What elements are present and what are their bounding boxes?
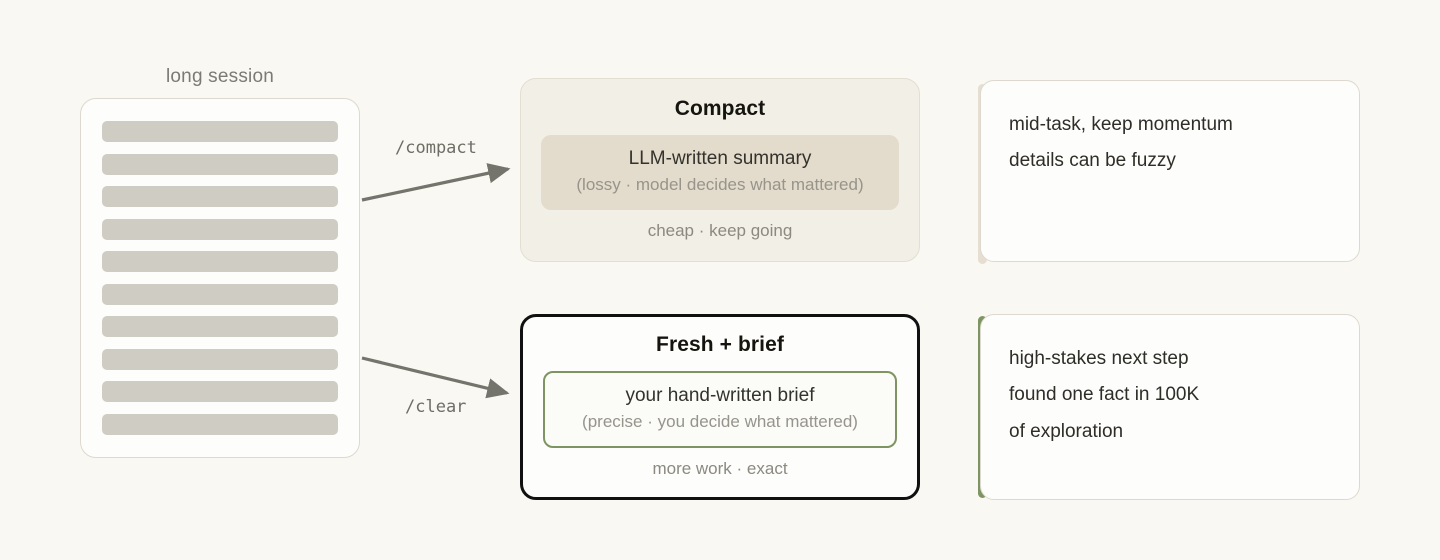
arrow-label-compact: /compact [395,138,477,158]
note-line: of exploration [1009,420,1124,442]
session-line [102,251,338,273]
session-line [102,283,338,305]
option-card-compact: Compact LLM-written summary (lossy · mod… [520,78,920,262]
session-title: long session [165,66,275,87]
option-title-compact: Compact [674,97,766,120]
session-line [102,413,338,435]
option-inner-compact: LLM-written summary (lossy · model decid… [541,135,899,210]
long-session-card [80,98,360,458]
option-inner-fresh: your hand-written brief (precise · you d… [543,371,897,448]
note-line: found one fact in 100K [1009,384,1200,406]
option-footer-fresh: more work · exact [652,458,788,478]
option-inner-sub-fresh: (precise · you decide what mattered) [582,411,858,431]
session-line [102,218,338,240]
option-inner-main-fresh: your hand-written brief [625,385,815,406]
session-line [102,153,338,175]
note-line: mid-task, keep momentum [1009,114,1233,135]
note-card-fresh: high-stakes next step found one fact in … [980,314,1360,500]
session-line [102,121,338,142]
note-card-compact: mid-task, keep momentum details can be f… [980,80,1360,262]
arrow-clear [361,356,510,399]
note-line: details can be fuzzy [1009,150,1176,172]
session-line [102,186,338,208]
session-line [102,381,338,403]
session-line [102,348,338,370]
option-footer-compact: cheap · keep going [647,220,793,240]
option-inner-main-compact: LLM-written summary [628,148,812,169]
option-title-fresh: Fresh + brief [656,333,784,356]
arrow-compact [361,163,511,202]
option-inner-sub-compact: (lossy · model decides what mattered) [576,174,864,194]
session-line [102,316,338,338]
option-card-fresh: Fresh + brief your hand-written brief (p… [520,314,920,500]
arrow-label-clear: /clear [405,397,467,417]
note-line: high-stakes next step [1009,348,1189,369]
